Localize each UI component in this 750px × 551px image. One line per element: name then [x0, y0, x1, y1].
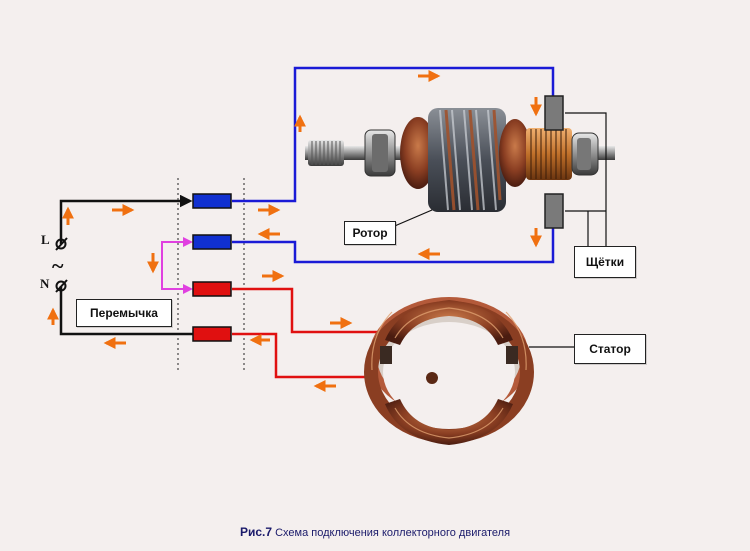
terminal-l-label: L	[41, 232, 50, 247]
terminal-blue-2	[192, 234, 232, 250]
carbon-brush-bottom	[544, 193, 564, 229]
figure-caption: Рис.7 Схема подключения коллекторного дв…	[0, 525, 750, 539]
rotor-wire-top	[232, 66, 555, 203]
jumper-label: Перемычка	[76, 299, 172, 327]
armature-icon	[305, 108, 615, 212]
terminal-n-label: N	[40, 276, 50, 291]
stator-icon	[364, 297, 534, 445]
carbon-brush-top	[544, 95, 564, 131]
current-arrows	[47, 70, 542, 392]
figure-title: Схема подключения коллекторного двигател…	[275, 527, 511, 539]
rotor-label: Ротор	[344, 221, 396, 245]
rotor-wire-bottom	[232, 228, 555, 264]
brushes-pointer	[565, 112, 607, 246]
terminal-blue-1	[192, 193, 232, 209]
plug-terminal-l	[55, 237, 68, 251]
mains-wire-l	[59, 194, 193, 244]
terminal-red-1	[192, 281, 232, 297]
stator-label: Статор	[574, 334, 646, 364]
figure-number: Рис.7	[239, 525, 273, 539]
mains-wire-n	[59, 286, 194, 336]
ac-symbol: ~	[52, 253, 64, 278]
stator-wire-top	[232, 287, 380, 334]
rotor-pointer	[389, 209, 433, 229]
plug-terminal-n	[55, 279, 68, 293]
terminal-red-2	[192, 326, 232, 342]
brushes-label: Щётки	[574, 246, 636, 278]
jumper-wire	[161, 241, 190, 290]
